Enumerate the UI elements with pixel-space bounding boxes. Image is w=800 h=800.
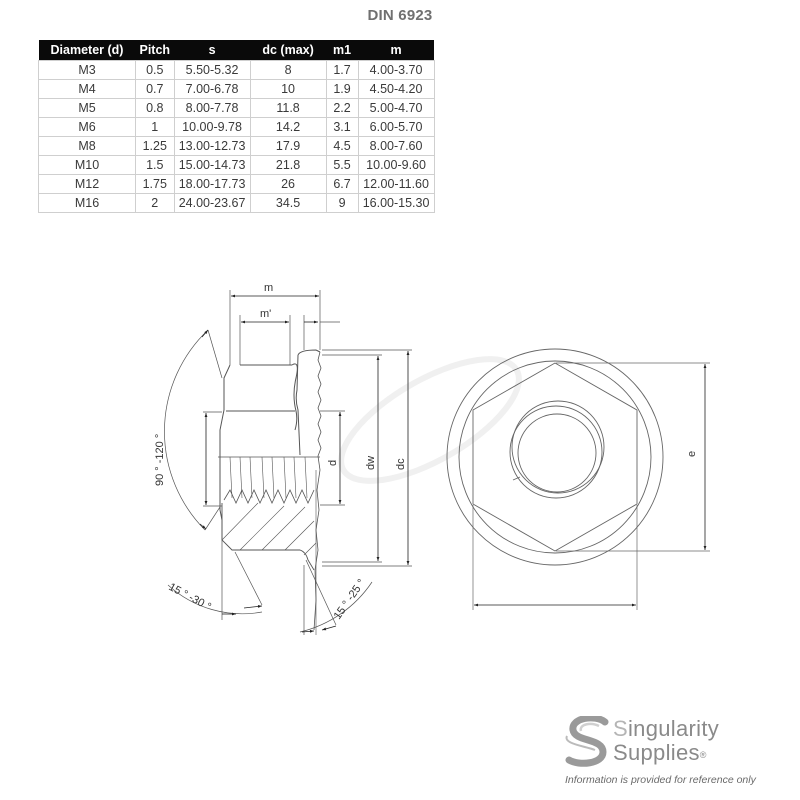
watermark [338, 356, 522, 484]
cell-diameter: M3 [38, 60, 136, 80]
side-view [164, 290, 412, 635]
label-e: e [686, 451, 698, 457]
cell-pitch: 0.7 [135, 79, 175, 99]
cell-dc: 34.5 [249, 193, 327, 213]
table-row: M12 1.75 18.00-17.73 26 6.7 12.00-11.60 [38, 174, 435, 194]
cell-m1: 2.2 [325, 98, 359, 118]
label-m: m [264, 282, 273, 294]
cell-diameter: M12 [38, 174, 136, 194]
table-header-row: Diameter (d) Pitch s dc (max) m1 m [38, 40, 435, 61]
cell-s: 18.00-17.73 [173, 174, 251, 194]
table-row: M10 1.5 15.00-14.73 21.8 5.5 10.00-9.60 [38, 155, 435, 175]
header-diameter: Diameter (d) [38, 40, 136, 61]
cell-s: 7.00-6.78 [173, 79, 251, 99]
header-m: m [358, 40, 435, 61]
header-m1: m1 [326, 40, 359, 61]
cell-s: 24.00-23.67 [173, 193, 251, 213]
logo-line2: Supplies® [613, 740, 707, 765]
table-row: M4 0.7 7.00-6.78 10 1.9 4.50-4.20 [38, 79, 435, 99]
header-dc-max: dc (max) [250, 40, 327, 61]
label-d: d [327, 460, 339, 466]
table-row: M6 1 10.00-9.78 14.2 3.1 6.00-5.70 [38, 117, 435, 137]
label-m-prime: m' [260, 308, 271, 320]
table-row: M16 2 24.00-23.67 34.5 9 16.00-15.30 [38, 193, 435, 213]
cell-m: 16.00-15.30 [357, 193, 435, 213]
cell-diameter: M16 [38, 193, 136, 213]
cell-diameter: M10 [38, 155, 136, 175]
table-row: M3 0.5 5.50-5.32 8 1.7 4.00-3.70 [38, 60, 435, 80]
label-dw: dw [365, 456, 377, 470]
page-title: DIN 6923 [367, 7, 433, 24]
label-angle-bottom-right: 15 ° -25 ° [332, 577, 368, 622]
cell-pitch: 2 [135, 193, 175, 213]
cell-m: 12.00-11.60 [357, 174, 435, 194]
label-angle-bottom-left: 15 ° -30 ° [167, 581, 213, 613]
cell-m: 4.00-3.70 [357, 60, 435, 80]
label-dc: dc [395, 458, 407, 470]
company-logo: Singularity Supplies® Information is pro… [565, 712, 795, 792]
header-s: s [174, 40, 251, 61]
cell-m1: 1.7 [325, 60, 359, 80]
spec-table: Diameter (d) Pitch s dc (max) m1 m M3 0.… [38, 40, 435, 213]
label-angle-chamfer: 90 ° -120 ° [154, 434, 166, 486]
header-pitch: Pitch [135, 40, 175, 61]
cell-m: 6.00-5.70 [357, 117, 435, 137]
front-view [446, 348, 710, 610]
cell-m1: 6.7 [325, 174, 359, 194]
cell-dc: 11.8 [249, 98, 327, 118]
cell-s: 10.00-9.78 [173, 117, 251, 137]
cell-m: 4.50-4.20 [357, 79, 435, 99]
cell-s: 15.00-14.73 [173, 155, 251, 175]
logo-s-icon [565, 716, 609, 767]
disclaimer-text: Information is provided for reference on… [565, 774, 756, 786]
logo-line1: Singularity [613, 716, 720, 741]
